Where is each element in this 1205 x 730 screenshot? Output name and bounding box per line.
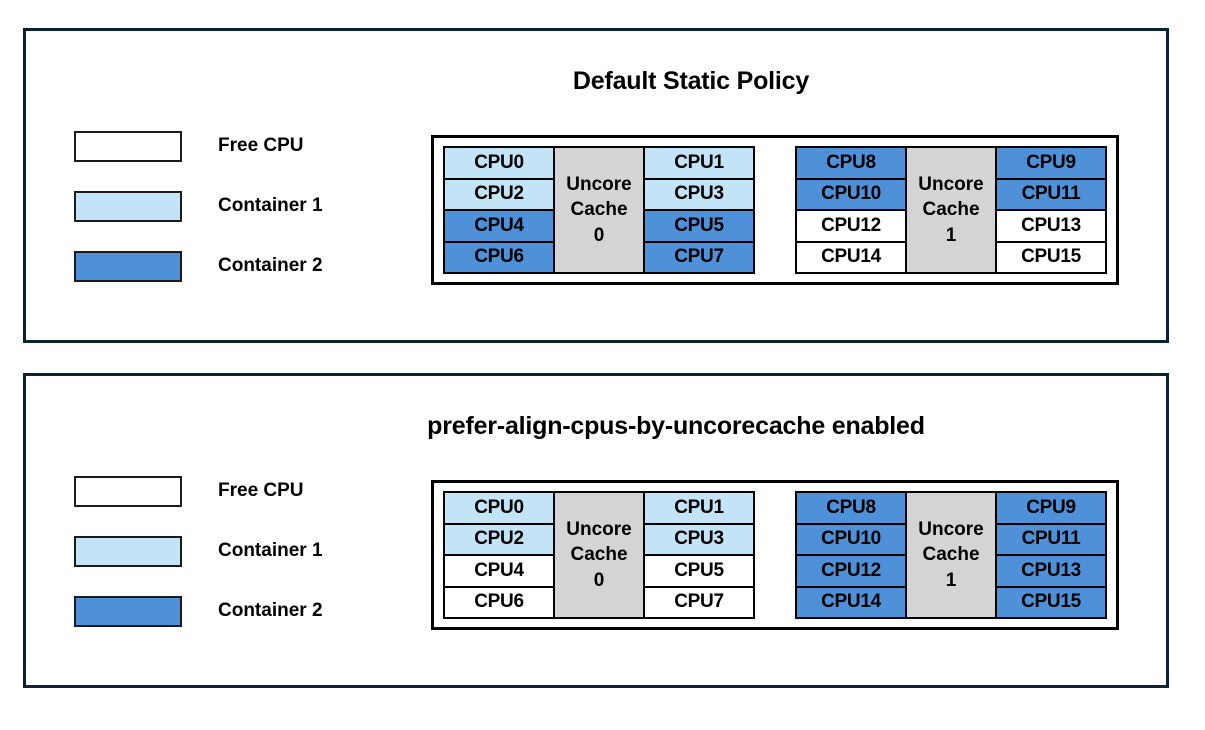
cpu-cell-cpu5: CPU5 [645,211,753,243]
cpu-cell-cpu6: CPU6 [445,242,553,272]
cpu-cell-cpu13: CPU13 [997,211,1105,243]
cpu-cell-cpu14: CPU14 [797,587,905,617]
cpu-cell-cpu4: CPU4 [445,211,553,243]
uncore-cache-index: 1 [945,224,957,246]
cpu-cell-cpu12: CPU12 [797,556,905,588]
legend-swatch-container1 [74,535,182,567]
cpu-cell-cpu9: CPU9 [997,148,1105,180]
legend-label: Container 2 [218,600,323,621]
uncore-cache-label-line1: Uncore [918,174,984,196]
cpu-cell-cpu5: CPU5 [645,556,753,588]
legend: Free CPU Container 1 Container 2 [74,471,374,651]
uncore-cache-label-line1: Uncore [566,519,632,541]
legend-label: Container 1 [218,540,323,561]
cpu-cell-cpu3: CPU3 [645,524,753,556]
uncore-cache-index: 1 [945,569,957,591]
cpu-cell-cpu1: CPU1 [645,493,753,525]
cpu-cell-cpu8: CPU8 [797,148,905,180]
legend-swatch-free [74,130,182,162]
page-title: Default Static Policy [572,67,810,95]
page-title: prefer-align-cpus-by-uncorecache enabled [427,412,925,440]
legend-item-container1: Container 1 [74,531,374,571]
legend-label: Free CPU [218,135,304,156]
uncore-cache-index: 0 [593,224,605,246]
cpu-cell-cpu7: CPU7 [645,242,753,272]
uncore-cache-label-line2: Cache [570,199,628,221]
cpu-cell-cpu0: CPU0 [445,148,553,180]
legend-label: Container 1 [218,195,323,216]
cpu-cell-cpu2: CPU2 [445,524,553,556]
cpu-cell-cpu10: CPU10 [797,179,905,211]
cpu-cell-cpu4: CPU4 [445,556,553,588]
cpu-cell-cpu7: CPU7 [645,587,753,617]
cpu-cell-cpu11: CPU11 [997,524,1105,556]
uncore-cache-index: 0 [593,569,605,591]
cpu-cell-cpu2: CPU2 [445,179,553,211]
legend-item-free: Free CPU [74,126,374,166]
cpu-cell-cpu11: CPU11 [997,179,1105,211]
panel-prefer-align-cpus-by-uncorecache: prefer-align-cpus-by-uncorecache enabled… [23,373,1169,688]
cpu-cell-cpu10: CPU10 [797,524,905,556]
legend-swatch-container2 [74,595,182,627]
cpu-cell-cpu12: CPU12 [797,211,905,243]
cpu-cell-cpu1: CPU1 [645,148,753,180]
cpu-cell-cpu15: CPU15 [997,587,1105,617]
legend-item-free: Free CPU [74,471,374,511]
uncore-cache-label-line2: Cache [922,544,980,566]
cpu-cell-cpu13: CPU13 [997,556,1105,588]
legend: Free CPU Container 1 Container 2 [74,126,374,306]
uncore-cache-label-line1: Uncore [918,519,984,541]
cpu-cell-cpu15: CPU15 [997,242,1105,272]
cpu-cell-cpu3: CPU3 [645,179,753,211]
cpu-cell-cpu14: CPU14 [797,242,905,272]
legend-swatch-container1 [74,190,182,222]
legend-swatch-container2 [74,250,182,282]
legend-item-container2: Container 2 [74,246,374,286]
legend-item-container2: Container 2 [74,591,374,631]
cpu-cell-cpu0: CPU0 [445,493,553,525]
uncore-cache-label-line2: Cache [570,544,628,566]
legend-item-container1: Container 1 [74,186,374,226]
legend-swatch-free [74,475,182,507]
legend-label: Container 2 [218,255,323,276]
uncore-cache-label-line2: Cache [922,199,980,221]
panel-default-static-policy: Default Static Policy Free CPU Container … [23,28,1169,343]
cpu-cell-cpu8: CPU8 [797,493,905,525]
uncore-cache-label-line1: Uncore [566,174,632,196]
cpu-cell-cpu9: CPU9 [997,493,1105,525]
cpu-cell-cpu6: CPU6 [445,587,553,617]
legend-label: Free CPU [218,480,304,501]
